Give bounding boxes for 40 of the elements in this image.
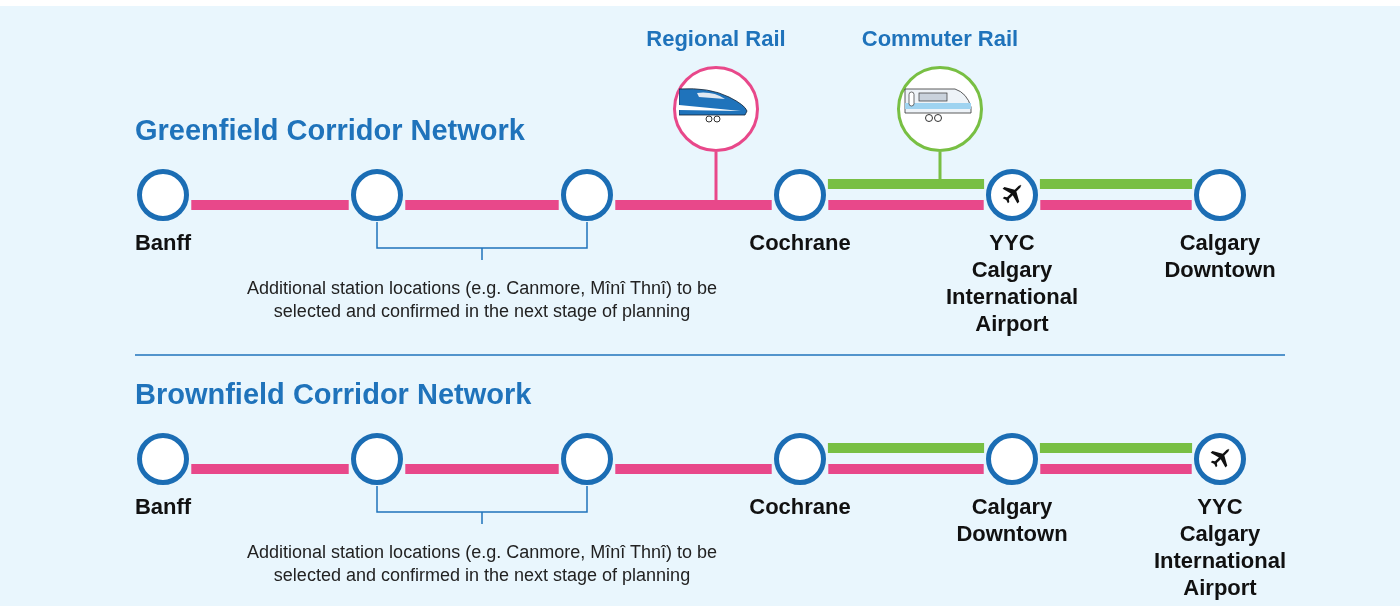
station-circle bbox=[351, 169, 403, 221]
rail-line bbox=[828, 200, 984, 210]
note-text: Additional station locations (e.g. Canmore, Mînî Thnî) to be selected and confirmed in the next stage of planning bbox=[246, 277, 718, 323]
rail-line bbox=[1040, 200, 1192, 210]
network-title: Greenfield Corridor Network bbox=[135, 114, 525, 147]
airport-station-circle bbox=[986, 169, 1038, 221]
note-text: Additional station locations (e.g. Canmore, Mînî Thnî) to be selected and confirmed in the next stage of planning bbox=[246, 541, 718, 587]
rail-line bbox=[191, 200, 349, 210]
station-circle bbox=[351, 433, 403, 485]
rail-line bbox=[827, 443, 985, 453]
station-circle bbox=[986, 433, 1038, 485]
rail-line bbox=[405, 464, 559, 474]
rail-line bbox=[191, 464, 349, 474]
rail-line bbox=[1039, 443, 1193, 453]
station-circle bbox=[774, 433, 826, 485]
station-name: Calgary Downtown bbox=[956, 493, 1068, 547]
rail-line bbox=[615, 200, 772, 210]
rail-line bbox=[615, 464, 772, 474]
rail-type-heading: Regional Rail bbox=[645, 26, 787, 52]
station-name: Cochrane bbox=[749, 493, 851, 520]
rail-line bbox=[405, 200, 559, 210]
station-name: Calgary Downtown bbox=[1164, 229, 1276, 283]
station-name: Banff bbox=[134, 229, 192, 256]
station-circle bbox=[561, 169, 613, 221]
rail-type-heading: Commuter Rail bbox=[860, 26, 1020, 52]
station-name: YYC Calgary International Airport bbox=[1154, 493, 1286, 601]
station-name: Banff bbox=[134, 493, 192, 520]
rail-line bbox=[827, 179, 985, 189]
station-circle bbox=[137, 433, 189, 485]
station-circle bbox=[137, 169, 189, 221]
network-title: Brownfield Corridor Network bbox=[135, 378, 532, 411]
station-circle bbox=[774, 169, 826, 221]
airport-station-circle bbox=[1194, 433, 1246, 485]
station-circle bbox=[561, 433, 613, 485]
rail-line bbox=[1039, 179, 1193, 189]
station-name: Cochrane bbox=[749, 229, 851, 256]
station-circle bbox=[1194, 169, 1246, 221]
rail-line bbox=[828, 464, 984, 474]
station-name: YYC Calgary International Airport bbox=[946, 229, 1078, 337]
rail-line bbox=[1040, 464, 1192, 474]
